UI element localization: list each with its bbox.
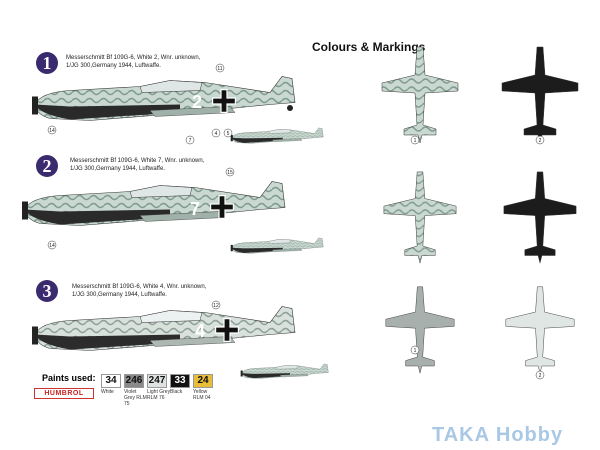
paint-chip-33: 33 (170, 374, 190, 388)
callout-13: 14 (49, 128, 55, 134)
callout-1: 1 (414, 348, 417, 354)
profile-3-side-view: 4 (31, 305, 329, 379)
callout-2: 2 (539, 373, 542, 379)
profile-2-bottom-view (503, 171, 577, 264)
profile-caption-2: Messerschmitt Bf 109G-6, White 7, Wnr. u… (70, 157, 204, 173)
paint-chip-246: 246 (124, 374, 144, 388)
profile-badge-3: 3 (36, 280, 58, 302)
aircraft-number: 2 (192, 92, 202, 112)
profile-caption-3: Messerschmitt Bf 109G-6, White 4, Wnr. u… (72, 283, 206, 299)
aircraft-number: 7 (190, 199, 200, 219)
aircraft-number: 4 (195, 321, 205, 341)
callout-11: 11 (217, 66, 222, 72)
profile-1-side-view: 2 (31, 75, 324, 144)
callout-4: 4 (215, 131, 218, 137)
callout-5: 5 (227, 131, 230, 137)
caption-line: Messerschmitt Bf 109G-6, White 4, Wnr. u… (72, 284, 207, 290)
profile-3-top-view (385, 286, 455, 374)
callout-15: 15 (227, 170, 233, 176)
page-title: Colours & Markings (312, 40, 426, 54)
callout-12: 12 (213, 303, 219, 309)
caption-line: Messerschmitt Bf 109G-6, White 2, Wnr. u… (66, 55, 201, 61)
paint-name: Yellow RLM 04 (193, 389, 211, 401)
profile-1-bottom-view (501, 46, 579, 144)
profile-3-bottom-view (505, 286, 575, 374)
paint-name: Black (170, 389, 183, 395)
caption-line: 1/JG 300,Germany 1944, Luftwaffe. (66, 63, 161, 69)
profile-badge-1: 1 (36, 52, 58, 74)
profile-1-top-view (381, 46, 459, 144)
paint-chip-247: 247 (147, 374, 167, 388)
paint-name: Violet Grey RLM 75 (124, 389, 147, 407)
caption-line: 1/JG 300,Germany 1944, Luftwaffe. (70, 166, 165, 172)
paint-name: Light Grey RLM 76 (147, 389, 171, 401)
callouts (47, 63, 545, 380)
paints-label: Paints used: (42, 373, 96, 383)
callout-2: 2 (539, 138, 542, 144)
paint-name: White (101, 389, 114, 395)
caption-line: Messerschmitt Bf 109G-6, White 7, Wnr. u… (70, 158, 205, 164)
callout-7: 7 (189, 138, 192, 144)
humbrol-logo: HUMBROL (34, 388, 94, 399)
watermark: TAKA Hobby (432, 424, 564, 446)
profile-badge-2: 2 (36, 155, 58, 177)
callout-13: 14 (49, 243, 55, 249)
profile-2-side-view: 7 (21, 180, 324, 254)
paint-chip-34: 34 (101, 374, 121, 388)
callout-1: 1 (414, 138, 417, 144)
caption-line: 1/JG 300,Germany 1944, Luftwaffe. (72, 292, 167, 298)
profile-caption-1: Messerschmitt Bf 109G-6, White 2, Wnr. u… (66, 54, 200, 70)
paint-chip-24: 24 (193, 374, 213, 388)
profile-2-top-view (383, 171, 457, 264)
